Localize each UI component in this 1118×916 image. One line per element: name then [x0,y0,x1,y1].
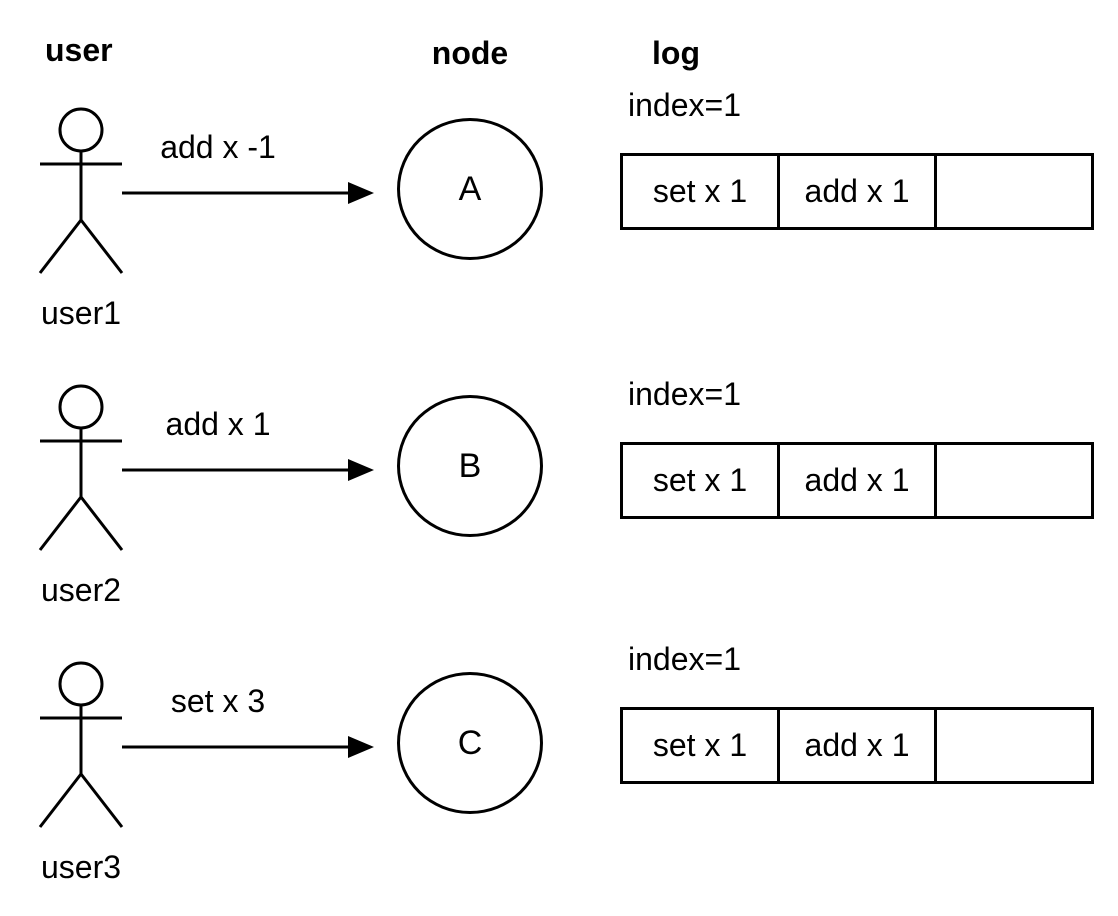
arrow-head [348,736,374,758]
log-slots: set x 1 add x 1 [620,442,1094,519]
message-label: add x 1 [165,406,271,442]
log-cell: add x 1 [777,153,937,230]
message-label: add x -1 [160,129,276,165]
column-header-user: user [45,32,113,68]
log-cell-empty [934,442,1094,519]
actor-leg-right [79,773,124,828]
node-circle: A [397,118,543,260]
actor-leg-right [79,496,124,551]
log-cell: add x 1 [777,707,937,784]
log-index-label: index=1 [628,87,741,123]
log-cell: set x 1 [620,707,780,784]
column-header-node: node [431,35,509,71]
actor-leg-right [79,219,124,274]
user-name-label: user1 [40,295,122,331]
node-circle: B [397,395,543,537]
log-slots: set x 1 add x 1 [620,153,1094,230]
user-name-label: user3 [40,849,122,885]
message-arrow [122,182,374,204]
log-cell: add x 1 [777,442,937,519]
node-label: B [458,447,482,485]
message-arrow [122,736,374,758]
actor-head [58,661,104,707]
node-label: C [457,724,483,762]
actor-head [58,384,104,430]
actor-leg-left [38,219,83,274]
actor-leg-left [38,773,83,828]
arrow-head [348,182,374,204]
message-arrow [122,459,374,481]
message-label: set x 3 [170,683,266,719]
log-cell: set x 1 [620,153,780,230]
log-index-label: index=1 [628,641,741,677]
user-name-label: user2 [40,572,122,608]
column-header-log: log [652,35,700,71]
actor-leg-left [38,496,83,551]
user-actor-icon [38,384,124,551]
node-label: A [458,170,482,208]
log-slots: set x 1 add x 1 [620,707,1094,784]
log-cell: set x 1 [620,442,780,519]
log-index-label: index=1 [628,376,741,412]
node-circle: C [397,672,543,814]
arrow-head [348,459,374,481]
user-actor-icon [38,661,124,828]
log-cell-empty [934,707,1094,784]
log-cell-empty [934,153,1094,230]
actor-head [58,107,104,153]
user-actor-icon [38,107,124,274]
